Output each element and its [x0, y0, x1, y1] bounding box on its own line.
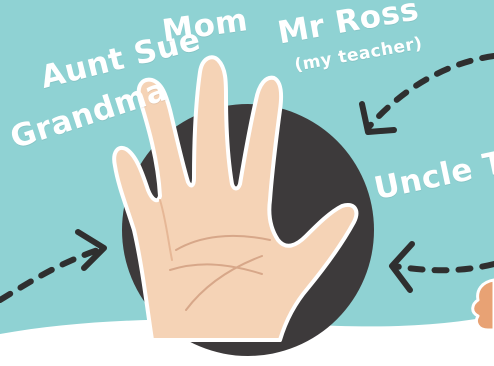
- dashed-arrow-icon: [368, 56, 494, 128]
- dashed-arrow-icon: [0, 248, 104, 300]
- partial-hand-icon: [473, 280, 494, 330]
- dashed-arrow-icon: [394, 264, 494, 270]
